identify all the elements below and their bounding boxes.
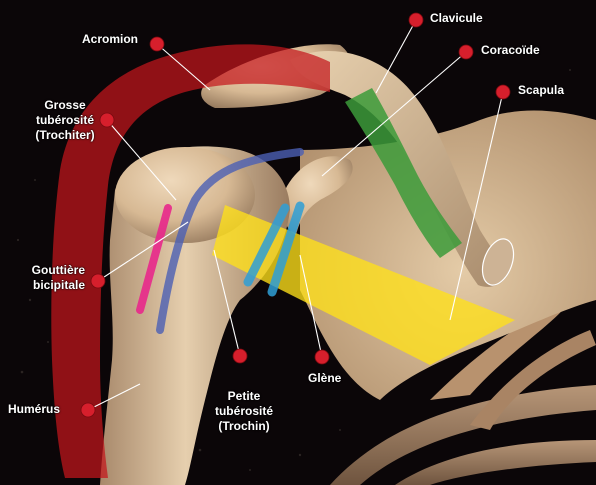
- dot-gouttiere: [91, 274, 105, 288]
- label-acromion: Acromion: [82, 32, 138, 47]
- dot-glene: [315, 350, 329, 364]
- label-gouttiere-bicipitale: Gouttière bicipitale: [32, 263, 85, 293]
- label-coracoide: Coracoïde: [481, 43, 540, 58]
- dot-petite-tuberosite: [233, 349, 247, 363]
- label-grosse-tuberosite-line-3: (Trochiter): [30, 128, 100, 143]
- label-petite-tuberosite-line-3: (Trochin): [208, 419, 280, 434]
- label-scapula: Scapula: [518, 83, 564, 98]
- label-glene: Glène: [308, 371, 341, 386]
- label-grosse-tuberosite-line-2: tubérosité: [30, 113, 100, 128]
- dot-humerus: [81, 403, 95, 417]
- label-grosse-tuberosite-line-1: Grosse: [30, 98, 100, 113]
- dot-scapula: [496, 85, 510, 99]
- label-petite-tuberosite-line-1: Petite: [208, 389, 280, 404]
- dot-acromion: [150, 37, 164, 51]
- label-clavicule: Clavicule: [430, 11, 483, 26]
- label-humerus: Humérus: [8, 402, 60, 417]
- dot-clavicule: [409, 13, 423, 27]
- label-grosse-tuberosite: Grosse tubérosité (Trochiter): [30, 98, 100, 143]
- dot-coracoide: [459, 45, 473, 59]
- dot-grosse-tuberosite: [100, 113, 114, 127]
- label-gouttiere-line-1: Gouttière: [32, 263, 85, 278]
- label-petite-tuberosite: Petite tubérosité (Trochin): [208, 389, 280, 434]
- label-petite-tuberosite-line-2: tubérosité: [208, 404, 280, 419]
- label-gouttiere-line-2: bicipitale: [32, 278, 85, 293]
